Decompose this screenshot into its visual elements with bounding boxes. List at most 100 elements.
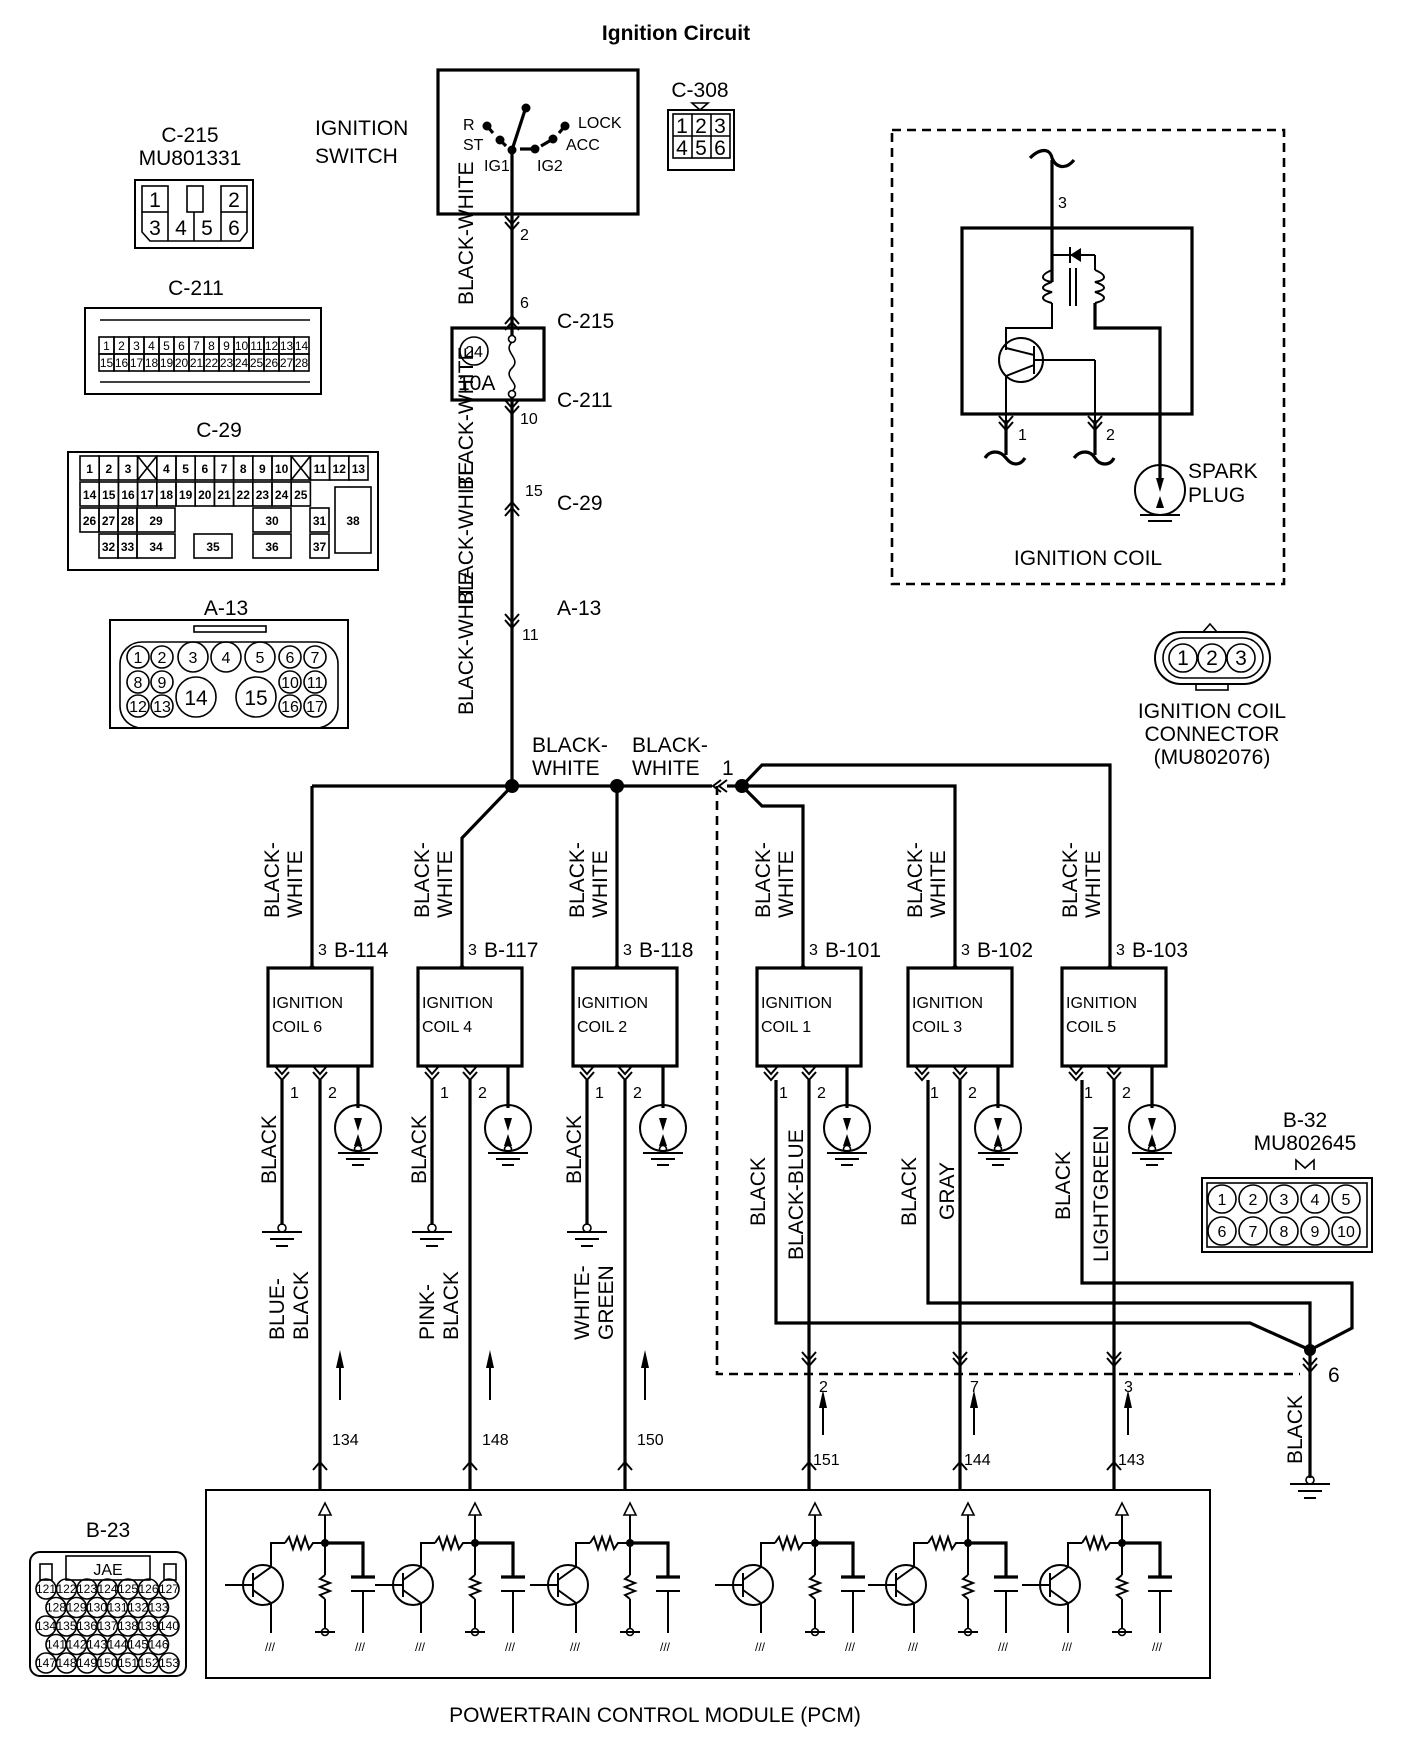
c308-pin: 6: [714, 137, 726, 160]
c308-pin: 4: [676, 137, 688, 160]
c29-conn-label: C-29: [196, 419, 242, 442]
c29-pin: 26: [83, 514, 97, 528]
a13-pin: 3: [189, 650, 198, 667]
icc-pin-cell: [1168, 643, 1198, 673]
connector-c308: C-308 1 2 3 4 5 6: [667, 79, 735, 171]
switch-pos-st: ST: [463, 137, 484, 154]
coil-pin2: 2: [633, 1085, 642, 1102]
collector-lead: [252, 1542, 285, 1581]
c29-pin: 35: [206, 540, 220, 554]
pcm-driver-stage: //////: [715, 1501, 865, 1654]
ground-wire-label: BLACK: [408, 1115, 431, 1184]
collector-lead: [895, 1542, 928, 1581]
ground-bus: 6 BLACK: [774, 1080, 1354, 1499]
wire-color-label: WHITE: [284, 850, 307, 918]
emitter-lead: [895, 1589, 915, 1633]
b23-pin: 153: [159, 1656, 179, 1670]
coil-pin2: 2: [1122, 1085, 1131, 1102]
c29-pin-cell: [252, 507, 292, 533]
signal-wire-label: BLACK: [290, 1271, 313, 1340]
c308-pin: 5: [695, 137, 707, 160]
c215-pin: 6: [228, 217, 240, 240]
signal-wire-label: BLUE-: [266, 1278, 289, 1340]
c29-pin: 1: [86, 462, 93, 476]
switch-pos-ig1: IG1: [484, 158, 510, 175]
a13-pin: 14: [184, 687, 208, 710]
b32-ground-pin: 6: [1328, 1364, 1340, 1387]
c29-pin: 30: [265, 514, 279, 528]
signal-wire-label: LIGHTGREEN: [1090, 1125, 1113, 1262]
icc-pin: 3: [1235, 647, 1247, 670]
a13-conn-label: A-13: [204, 597, 248, 620]
b23-pin: 139: [138, 1619, 158, 1633]
c29-pin: 31: [313, 514, 327, 528]
b32-pin: 9: [1311, 1224, 1320, 1241]
a13-pin-cell: [126, 694, 150, 718]
b23-pin: 143: [87, 1638, 107, 1652]
supply-arrow-icon: [960, 1501, 976, 1516]
c29-pin: 34: [149, 540, 163, 554]
b23-pin: 126: [138, 1582, 158, 1596]
spark-plug-electrode: [354, 1134, 362, 1146]
c29-blank-cavity: [136, 455, 158, 481]
b32-pin: 1: [1218, 1192, 1227, 1209]
b32-pin-cell: [1238, 1216, 1268, 1246]
connector-symbol: [952, 1460, 968, 1471]
c29-pin-cell: [290, 481, 312, 507]
b32-pin: 3: [1124, 1379, 1133, 1396]
c211-pin: 17: [130, 356, 144, 370]
c211-pin: 15: [100, 356, 114, 370]
spark-plug-icon: [484, 1104, 532, 1152]
bus-label: WHITE: [632, 757, 700, 780]
resistor-icon: [622, 1574, 638, 1600]
distribution-bus: BLACK- WHITE BLACK- WHITE 1: [310, 734, 1300, 1376]
c29-pin: 27: [102, 514, 116, 528]
switch-pos-ig2: IG2: [537, 158, 563, 175]
b23-pin: 124: [97, 1582, 117, 1596]
coil-connector-label: B-118: [639, 939, 693, 962]
a13-pin: 9: [158, 675, 167, 692]
switch-terminal-pin: 2: [520, 227, 529, 244]
spark-plug-icon: [974, 1104, 1022, 1152]
main-feed-wire: 2 BLACK-WHITE 6 C-215 24 10A 10 C-211 BL…: [450, 161, 614, 786]
c29-pin: 6: [201, 462, 208, 476]
c211-label: C-211: [168, 277, 224, 300]
c29-pin-cell: [136, 507, 176, 533]
b23-pin: 149: [77, 1656, 97, 1670]
cap-lead: [1122, 1541, 1162, 1577]
c29-pin-cell: [309, 507, 330, 533]
coil-pin1: 1: [1084, 1085, 1093, 1102]
wire-color-label: BLACK-: [411, 842, 434, 918]
b23-pin: 141: [46, 1638, 66, 1652]
collector-lead: [742, 1542, 775, 1581]
c29-pin: 37: [313, 540, 327, 554]
c29-pin: 10: [275, 462, 289, 476]
pcm-pin: 144: [964, 1452, 991, 1469]
chassis-ground-icon: ///: [1062, 1640, 1073, 1654]
c211-pin: 9: [223, 339, 230, 353]
pcm-driver-stage: //////: [1022, 1501, 1172, 1654]
bus-label: BLACK-: [532, 734, 608, 757]
a13-pin: 1: [134, 650, 143, 667]
c308-pin: 3: [714, 115, 726, 138]
coil-supply-pin: 3: [318, 942, 327, 959]
b23-pin: 148: [56, 1656, 76, 1670]
chassis-ground-icon: ///: [265, 1640, 276, 1654]
c29-pin: 22: [237, 488, 251, 502]
b32-pin: 8: [1280, 1224, 1289, 1241]
a13-pin-cell: [303, 670, 327, 694]
c29-pin: 15: [102, 488, 116, 502]
coil-name: IGNITION: [1066, 995, 1137, 1012]
c211-pin: 28: [295, 356, 309, 370]
